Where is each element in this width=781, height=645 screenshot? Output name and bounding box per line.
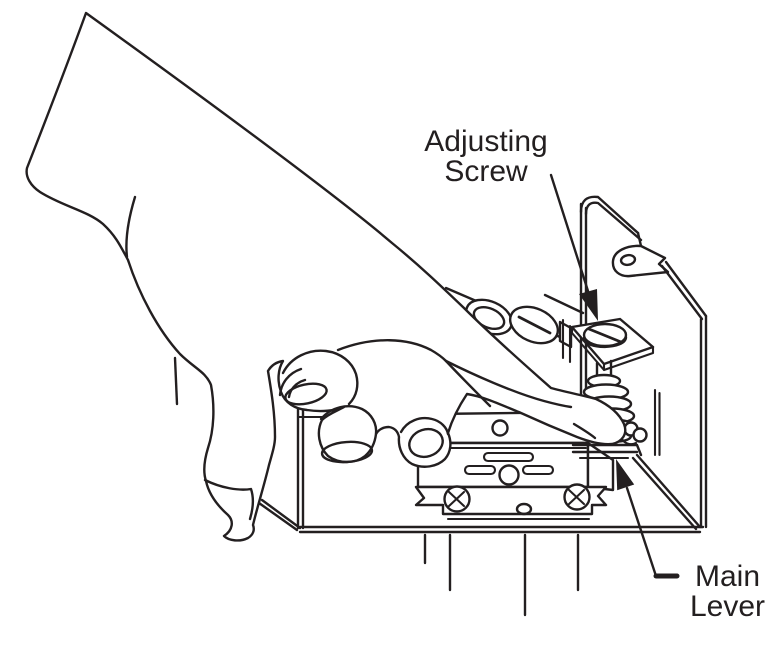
arrowhead-up-icon — [616, 459, 635, 491]
label-adjusting-screw-line2: Screw — [444, 155, 528, 188]
index-knuckle-ridge — [336, 339, 448, 363]
leader-line — [549, 173, 590, 293]
wrist-crease — [125, 195, 137, 259]
label-adjusting-screw: Adjusting Screw — [366, 127, 606, 187]
label-main-lever-line1: Main — [694, 560, 761, 593]
thumb-crease — [173, 356, 179, 406]
label-adjusting-screw-line1: Adjusting — [424, 125, 548, 158]
index-side-ridge — [444, 359, 573, 409]
fingernail-1 — [284, 382, 328, 406]
index-tip-crease — [572, 422, 597, 440]
leader-line — [625, 486, 658, 578]
lead-wires — [423, 533, 580, 617]
flange-screw-right — [563, 483, 591, 511]
index-middle-crease — [444, 359, 492, 408]
knuckle-2 — [319, 405, 378, 436]
knuckle-1 — [281, 349, 359, 406]
hand-silhouette — [25, 11, 627, 542]
flange-screw-left — [443, 485, 471, 513]
middle-fingertip-top — [399, 417, 450, 436]
label-main-lever-line2: Lever — [689, 590, 766, 623]
hand — [25, 11, 627, 542]
label-main-lever: Main Lever — [674, 562, 781, 622]
adjusting-screw-head — [582, 322, 628, 349]
thumb-nail — [203, 478, 254, 521]
fingernail-3 — [408, 427, 444, 459]
back-plate — [579, 195, 708, 529]
screw-slot — [587, 327, 623, 344]
main-lever-leader — [616, 459, 680, 579]
fingernail-2 — [320, 440, 374, 464]
adjusting-screw-leader — [549, 173, 598, 321]
arrowhead-down-icon — [579, 289, 598, 321]
